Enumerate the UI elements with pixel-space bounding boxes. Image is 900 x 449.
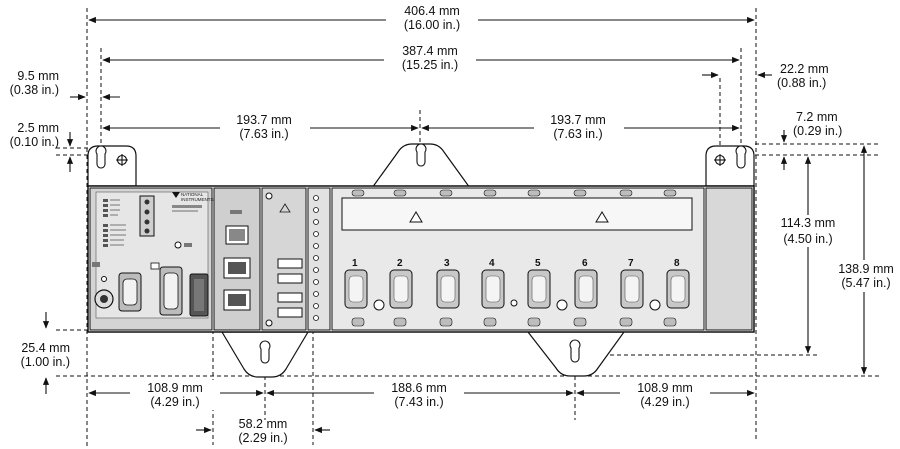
brand-line-1: NATIONAL	[181, 192, 204, 197]
usb-port-3	[277, 292, 303, 303]
slot-number-7: 7	[628, 258, 634, 269]
status-led-column	[103, 199, 108, 247]
slot-number-4: 4	[489, 258, 495, 269]
slot-connector-inner	[348, 275, 686, 303]
label-half-right-mm: 193.7 mm	[550, 113, 606, 127]
slot-number-6: 6	[582, 258, 588, 269]
label-right-flange-in: (0.29 in.)	[793, 124, 842, 138]
flange-top-right	[705, 145, 755, 187]
label-hole-span-in: (15.25 in.)	[402, 58, 458, 72]
slot-clips	[351, 189, 677, 327]
usb-ports	[277, 258, 303, 318]
usb-port-1	[277, 258, 303, 269]
label-half-left-mm: 193.7 mm	[236, 113, 292, 127]
keyhole-bottom-left	[259, 340, 271, 364]
slot-number-8: 8	[674, 258, 680, 269]
label-overall-height-mm: 138.9 mm	[838, 262, 894, 276]
label-half-right-in: (7.63 in.)	[553, 127, 602, 141]
vent-circles	[313, 195, 319, 321]
label-bottom-flange-in: (1.00 in.)	[21, 355, 70, 369]
dimension-labels: 406.4 mm (16.00 in.) 387.4 mm (15.25 in.…	[10, 4, 900, 445]
label-right-offset-mm: 22.2 mm	[780, 62, 829, 76]
esd-warning-icon-2	[595, 211, 609, 223]
end-cap	[705, 187, 753, 331]
power-connector	[139, 195, 155, 237]
mounting-holes	[95, 143, 747, 364]
label-bottom-right-mm: 108.9 mm	[637, 381, 693, 395]
label-bottom-left-in: (4.29 in.)	[150, 395, 199, 409]
label-bottom-flange-mm: 25.4 mm	[21, 341, 70, 355]
label-left-offset-mm: 9.5 mm	[17, 69, 59, 83]
warning-panel	[341, 197, 693, 231]
led-label-lines	[110, 199, 126, 246]
label-overall-height-in: (5.47 in.)	[841, 276, 890, 290]
reset-button-icon	[174, 241, 182, 249]
label-top-flange-mm: 2.5 mm	[17, 121, 59, 135]
label-overall-width-mm: 406.4 mm	[404, 4, 460, 18]
brand-line-2: INSTRUMENTS	[181, 197, 214, 202]
label-right-offset-in: (0.88 in.)	[777, 76, 826, 90]
slot-numbers: 1 2 3 4 5 6 7 8	[352, 258, 680, 269]
label-hole-vertical-mm: 114.3 mm	[781, 216, 836, 230]
label-lower-offset-in: (2.29 in.)	[238, 431, 287, 445]
flange-top-left	[87, 145, 137, 187]
label-lower-offset-mm: 58.2 mm	[239, 417, 288, 431]
slot-number-2: 2	[397, 258, 403, 269]
label-left-offset-in: (0.38 in.)	[10, 83, 59, 97]
label-half-left-in: (7.63 in.)	[239, 127, 288, 141]
label-top-flange-in: (0.10 in.)	[10, 135, 59, 149]
label-bottom-middle-in: (7.43 in.)	[394, 395, 443, 409]
keyhole-top-right	[735, 145, 747, 169]
keyhole-top-left	[95, 145, 107, 169]
slot-number-1: 1	[352, 258, 358, 269]
esd-warning-icon-1	[409, 211, 423, 223]
slot-number-3: 3	[444, 258, 450, 269]
slot-holes	[373, 299, 661, 311]
label-bottom-middle-mm: 188.6 mm	[391, 381, 447, 395]
slot-number-5: 5	[535, 258, 541, 269]
keyhole-bottom-right	[569, 339, 581, 363]
usb-port-4	[277, 307, 303, 318]
label-right-flange-mm: 7.2 mm	[796, 110, 838, 124]
keyhole-top-center	[415, 143, 427, 167]
label-bottom-right-in: (4.29 in.)	[640, 395, 689, 409]
label-hole-span-mm: 387.4 mm	[402, 44, 458, 58]
label-hole-vertical-in: (4.50 in.)	[783, 232, 832, 246]
label-bottom-left-mm: 108.9 mm	[147, 381, 203, 395]
usb-port-2	[277, 273, 303, 284]
chassis: NATIONAL INSTRUMENTS	[87, 185, 755, 333]
ni-logo-icon	[172, 192, 180, 198]
label-overall-width-in: (16.00 in.)	[404, 18, 460, 32]
vent-column	[307, 187, 331, 331]
